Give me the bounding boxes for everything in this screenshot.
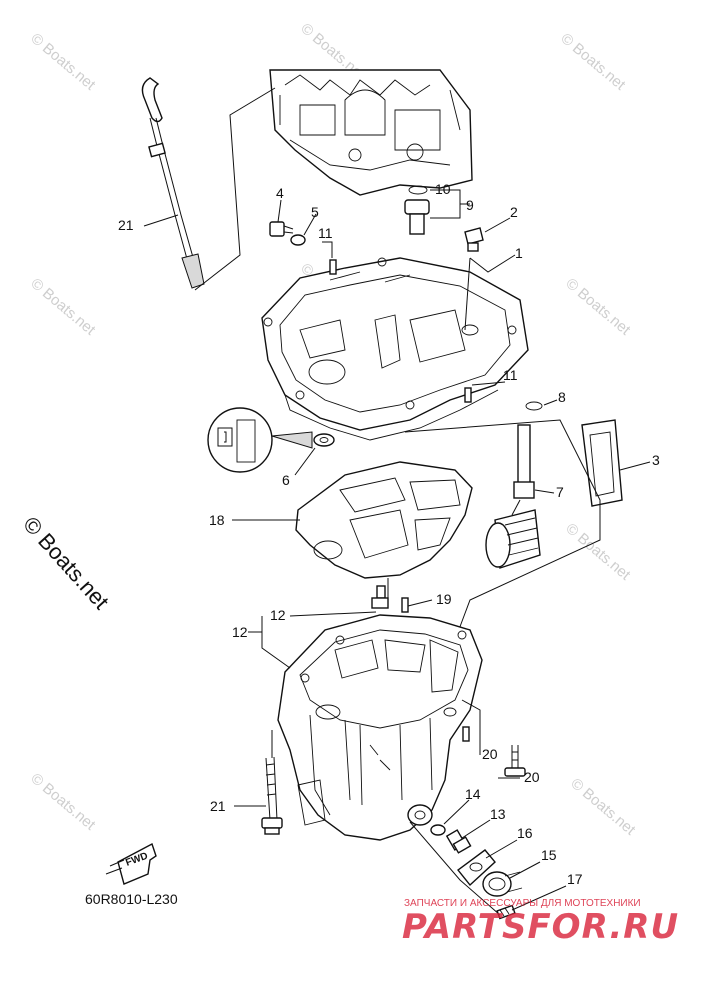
callout-2: 2 [510,204,518,220]
callout-12: 12 [232,624,248,640]
brand-watermark: ЗАПЧАСТИ И АКСЕССУАРЫ ДЛЯ МОТОТЕХНИКИ PA… [402,898,679,947]
watermark: © Boats.net [27,30,99,94]
clip-8 [525,401,543,411]
watermark: © Boats.net [27,770,99,834]
callout-6: 6 [282,472,290,488]
brand-subtitle: ЗАПЧАСТИ И АКСЕССУАРЫ ДЛЯ МОТОТЕХНИКИ [404,898,641,909]
callout-19: 18 [209,512,225,528]
drain-bolt-14 [445,829,472,854]
callout-13: 12 [270,607,286,623]
bolt-4 [269,221,294,237]
bolt-21 [261,756,283,835]
callout-3: 3 [652,452,660,468]
callout-11a: 11 [318,225,333,241]
watermark: © Boats.net [557,30,629,94]
callout-8: 8 [558,389,566,405]
oil-strainer-7 [485,424,541,569]
side-copyright: © Boats.net [18,512,114,614]
seal-6 [313,433,335,447]
callout-1: 1 [515,245,523,261]
plug-2 [464,227,484,252]
callout-14: 13 [490,806,506,822]
guide-line [454,520,601,641]
washer-5 [290,234,306,246]
gasket-15 [430,824,446,836]
brand-name: PARTSFOR.RU [402,907,679,947]
watermark: © Boats.net [562,275,634,339]
upper-oil-pan [261,257,529,441]
callout-4: 4 [276,185,284,201]
dowel-pin-11-top [329,259,337,275]
dowel-pin-11-right [464,387,472,403]
guide-line [404,419,601,520]
callout-16: 15 [541,847,557,863]
watermark: © Boats.net [27,275,99,339]
callout-5: 5 [311,204,319,220]
dowel-pin-20-bottom [462,726,470,742]
plug-16 [482,871,523,897]
engine-block [269,69,473,196]
callout-20a: 19 [436,591,452,607]
callout-18: 17 [567,871,583,887]
callout-7: 7 [556,484,564,500]
guide-line [409,821,501,916]
baffle-plate-3 [581,419,623,507]
o-ring-10 [408,185,428,195]
watermark: © Boats.net [567,775,639,839]
callout-9: 9 [466,197,474,213]
fitting-9 [404,199,430,235]
callout-11b: 11 [503,367,518,383]
callout-22: 20 [524,769,540,785]
callout-21: 21 [210,798,226,814]
fitting-13 [371,585,389,609]
callout-leaders [143,189,651,911]
part-code: 60R8010-L230 [85,891,178,907]
dowel-pin-20-top [401,597,409,613]
bolt-22 [504,745,526,777]
oil-pan-12 [277,614,483,841]
callout-numbers: 21 4 5 11 10 9 2 1 11 8 3 7 6 18 12 19 1… [118,181,660,887]
seal-detail-callout [207,407,313,473]
fwd-arrow-icon: FWD [105,842,157,885]
callout-15: 14 [465,786,481,802]
dipstick [141,77,205,289]
gasket-17 [456,849,496,887]
dipstick-guide-line [194,87,276,291]
callout-23: 21 [118,217,134,233]
callout-10: 10 [435,181,451,197]
oil-pan-gasket-19 [295,461,473,579]
callout-20b: 20 [482,746,498,762]
callout-17: 16 [517,825,533,841]
